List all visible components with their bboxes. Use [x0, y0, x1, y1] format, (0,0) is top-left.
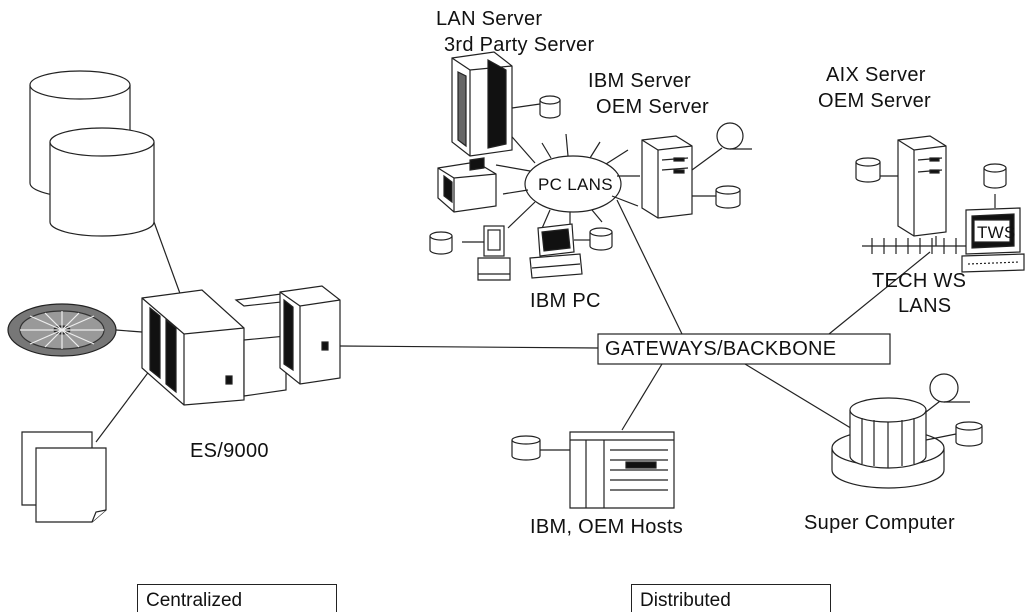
ibm-server-label: IBM Server — [588, 70, 692, 92]
disk-icon — [855, 157, 881, 183]
lan-server-label: LAN Server — [436, 8, 543, 30]
disk-icon — [511, 435, 541, 461]
lan-server-icon — [451, 51, 541, 157]
tws-label: TWS — [977, 223, 1016, 242]
disk-icon — [715, 185, 741, 209]
third-party-server-icon — [437, 157, 497, 213]
super-computer-label: Super Computer — [804, 512, 955, 534]
host-rack-icon — [540, 431, 675, 509]
ibm-pc-icon — [529, 223, 590, 279]
pc-lans-label: PC LANS — [538, 175, 613, 194]
disk-icon — [983, 163, 1007, 189]
disk-icon — [589, 227, 613, 251]
tech-ws-lans-label: LANS — [898, 295, 952, 317]
disk-icon — [429, 231, 453, 255]
tech-ws-label: TECH WS — [872, 270, 967, 292]
third-party-server-label: 3rd Party Server — [444, 34, 595, 56]
disk-storage-icon — [49, 127, 155, 237]
ibm-pc-icon — [462, 225, 511, 281]
tape-reel-icon — [7, 303, 117, 357]
gateways-backbone-label: GATEWAYS/BACKBONE — [605, 338, 837, 360]
tape-icon — [716, 122, 752, 150]
mainframe-icon — [141, 285, 341, 406]
es9000-label: ES/9000 — [190, 440, 269, 462]
printer-output-icon — [21, 431, 107, 523]
centralized-label: Centralized — [137, 584, 337, 612]
oem-server-aix-label: OEM Server — [818, 90, 932, 112]
oem-server-pc-label: OEM Server — [596, 96, 710, 118]
aix-server-label: AIX Server — [826, 64, 926, 86]
tws-workstation-icon — [961, 194, 1025, 273]
gateways-backbone-box — [597, 333, 891, 365]
disk-icon — [955, 421, 983, 447]
aix-server-icon — [880, 135, 947, 237]
super-computer-icon — [831, 397, 957, 489]
tape-icon — [929, 373, 970, 403]
disk-icon — [539, 95, 561, 119]
ibm-oem-hosts-label: IBM, OEM Hosts — [530, 516, 684, 538]
ibm-pc-label: IBM PC — [530, 290, 601, 312]
pc-lans-ellipse — [524, 155, 622, 213]
distributed-label: Distributed — [631, 584, 831, 612]
ibm-server-icon — [641, 135, 723, 219]
